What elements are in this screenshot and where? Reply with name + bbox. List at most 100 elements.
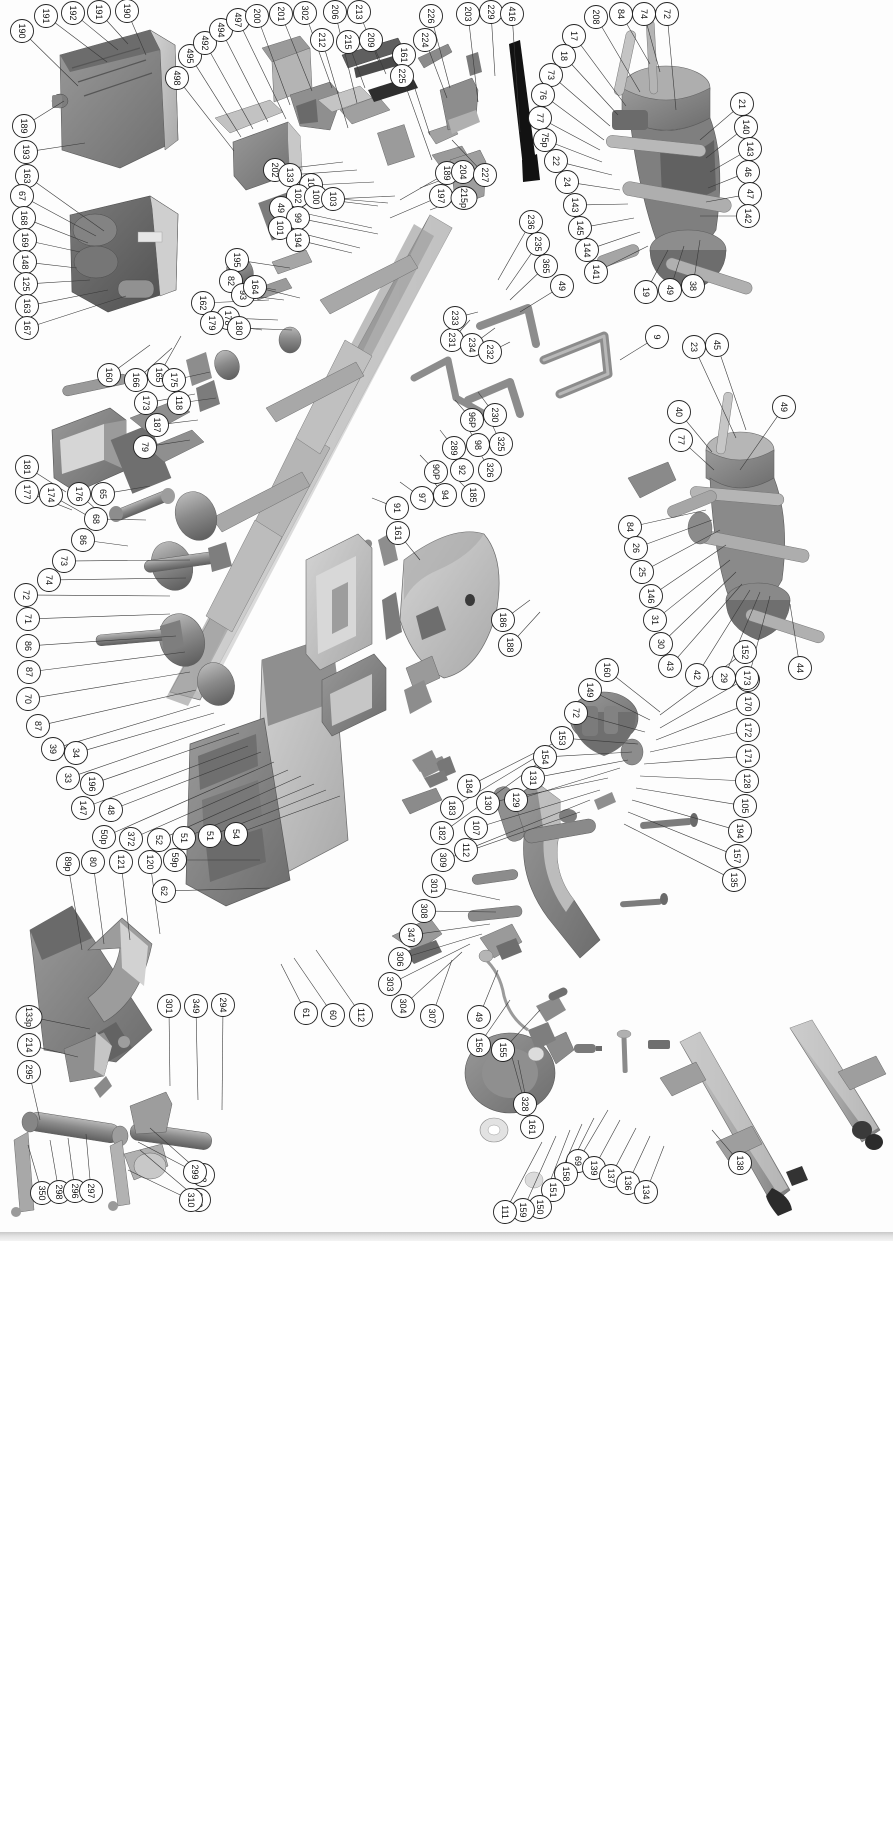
callout-balloon-62[interactable]: 62: [152, 879, 176, 903]
callout-balloon-48[interactable]: 48: [99, 798, 123, 822]
callout-balloon-215p[interactable]: 215p: [450, 186, 478, 210]
callout-balloon-24[interactable]: 24: [555, 170, 579, 194]
callout-balloon-225[interactable]: 225: [390, 64, 414, 88]
callout-balloon-23[interactable]: 23: [682, 335, 706, 359]
callout-balloon-33[interactable]: 33: [56, 766, 80, 790]
callout-balloon-294[interactable]: 294: [211, 993, 235, 1017]
callout-balloon-171[interactable]: 171: [736, 744, 760, 768]
callout-balloon-143[interactable]: 143: [563, 193, 587, 217]
callout-balloon-155[interactable]: 155: [491, 1038, 515, 1062]
callout-balloon-159[interactable]: 159: [511, 1198, 535, 1222]
callout-balloon-193[interactable]: 193: [14, 140, 38, 164]
callout-balloon-197[interactable]: 197: [429, 184, 453, 208]
callout-balloon-173[interactable]: 173: [134, 391, 158, 415]
callout-balloon-112[interactable]: 112: [454, 838, 478, 862]
callout-balloon-43[interactable]: 43: [658, 654, 682, 678]
callout-balloon-51[interactable]: 51: [198, 824, 222, 848]
callout-balloon-84[interactable]: 84: [618, 515, 642, 539]
callout-balloon-164[interactable]: 164: [243, 275, 267, 299]
callout-balloon-192[interactable]: 192: [61, 1, 85, 25]
callout-balloon-30[interactable]: 30: [649, 632, 673, 656]
callout-balloon-416[interactable]: 416: [500, 2, 524, 26]
callout-balloon-80[interactable]: 80: [81, 850, 105, 874]
callout-balloon-94[interactable]: 94: [433, 483, 457, 507]
callout-balloon-60[interactable]: 60: [321, 1003, 345, 1027]
callout-balloon-79[interactable]: 79: [133, 435, 157, 459]
callout-balloon-194[interactable]: 194: [728, 819, 752, 843]
callout-balloon-162[interactable]: 162: [191, 291, 215, 315]
callout-balloon-215[interactable]: 215: [336, 30, 360, 54]
callout-balloon-194[interactable]: 194: [286, 228, 310, 252]
callout-balloon-149[interactable]: 149: [578, 678, 602, 702]
callout-balloon-25[interactable]: 25: [630, 560, 654, 584]
callout-balloon-17[interactable]: 17: [562, 24, 586, 48]
callout-balloon-101[interactable]: 101: [268, 216, 292, 240]
callout-balloon-201[interactable]: 201: [269, 2, 293, 26]
callout-balloon-304[interactable]: 304: [391, 994, 415, 1018]
callout-balloon-302[interactable]: 302: [293, 1, 317, 25]
callout-balloon-72[interactable]: 72: [655, 2, 679, 26]
callout-balloon-365[interactable]: 365: [534, 254, 558, 278]
callout-balloon-349[interactable]: 349: [184, 994, 208, 1018]
callout-balloon-151[interactable]: 151: [541, 1178, 565, 1202]
callout-balloon-153[interactable]: 153: [550, 726, 574, 750]
callout-balloon-230[interactable]: 230: [483, 403, 507, 427]
callout-balloon-45[interactable]: 45: [705, 333, 729, 357]
callout-balloon-147[interactable]: 147: [71, 796, 95, 820]
callout-balloon-49[interactable]: 49: [467, 1005, 491, 1029]
callout-balloon-97[interactable]: 97: [410, 486, 434, 510]
callout-balloon-42[interactable]: 42: [685, 663, 709, 687]
callout-balloon-188[interactable]: 188: [498, 633, 522, 657]
callout-balloon-309[interactable]: 309: [431, 848, 455, 872]
callout-balloon-89p[interactable]: 89p: [56, 852, 80, 876]
callout-balloon-21[interactable]: 21: [730, 92, 754, 116]
callout-balloon-212[interactable]: 212: [310, 28, 334, 52]
callout-balloon-133p[interactable]: 133p: [15, 1005, 43, 1029]
callout-balloon-347[interactable]: 347: [399, 923, 423, 947]
callout-balloon-46[interactable]: 46: [736, 160, 760, 184]
callout-balloon-372[interactable]: 372: [119, 827, 143, 851]
callout-balloon-166[interactable]: 166: [124, 368, 148, 392]
callout-balloon-129[interactable]: 129: [504, 788, 528, 812]
callout-balloon-173[interactable]: 173: [735, 666, 759, 690]
callout-balloon-103[interactable]: 103: [321, 187, 345, 211]
callout-balloon-120[interactable]: 120: [138, 850, 162, 874]
callout-balloon-59p[interactable]: 59p: [163, 848, 187, 872]
callout-balloon-144[interactable]: 144: [575, 238, 599, 262]
callout-balloon-68[interactable]: 68: [84, 507, 108, 531]
callout-balloon-498[interactable]: 498: [165, 66, 189, 90]
callout-balloon-146[interactable]: 146: [639, 584, 663, 608]
callout-balloon-209[interactable]: 209: [359, 28, 383, 52]
callout-balloon-154[interactable]: 154: [533, 745, 557, 769]
callout-balloon-186[interactable]: 186: [491, 608, 515, 632]
callout-balloon-152[interactable]: 152: [733, 640, 757, 664]
callout-balloon-295[interactable]: 295: [17, 1060, 41, 1084]
callout-balloon-180[interactable]: 180: [227, 316, 251, 340]
callout-balloon-306[interactable]: 306: [388, 947, 412, 971]
callout-balloon-73[interactable]: 73: [539, 63, 563, 87]
callout-balloon-96P[interactable]: 96P: [460, 408, 484, 432]
callout-balloon-18[interactable]: 18: [552, 44, 576, 68]
callout-balloon-91[interactable]: 91: [385, 496, 409, 520]
callout-balloon-111[interactable]: 111: [493, 1200, 517, 1224]
callout-balloon-325[interactable]: 325: [489, 432, 513, 456]
callout-balloon-73[interactable]: 73: [52, 549, 76, 573]
callout-balloon-227[interactable]: 227: [473, 163, 497, 187]
callout-balloon-169[interactable]: 169: [13, 228, 37, 252]
callout-balloon-175[interactable]: 175: [162, 368, 186, 392]
callout-balloon-326[interactable]: 326: [478, 458, 502, 482]
callout-balloon-190[interactable]: 190: [115, 0, 139, 23]
callout-balloon-236[interactable]: 236: [519, 210, 543, 234]
callout-balloon-145[interactable]: 145: [568, 216, 592, 240]
callout-balloon-208[interactable]: 208: [584, 5, 608, 29]
callout-balloon-157[interactable]: 157: [725, 844, 749, 868]
callout-balloon-140[interactable]: 140: [734, 115, 758, 139]
callout-balloon-75p[interactable]: 75p: [533, 128, 557, 152]
callout-balloon-49[interactable]: 49: [658, 278, 682, 302]
callout-balloon-74[interactable]: 74: [632, 2, 656, 26]
callout-balloon-224[interactable]: 224: [413, 28, 437, 52]
callout-balloon-160[interactable]: 160: [97, 363, 121, 387]
callout-balloon-191[interactable]: 191: [87, 0, 111, 24]
callout-balloon-160[interactable]: 160: [595, 658, 619, 682]
callout-balloon-170[interactable]: 170: [736, 692, 760, 716]
